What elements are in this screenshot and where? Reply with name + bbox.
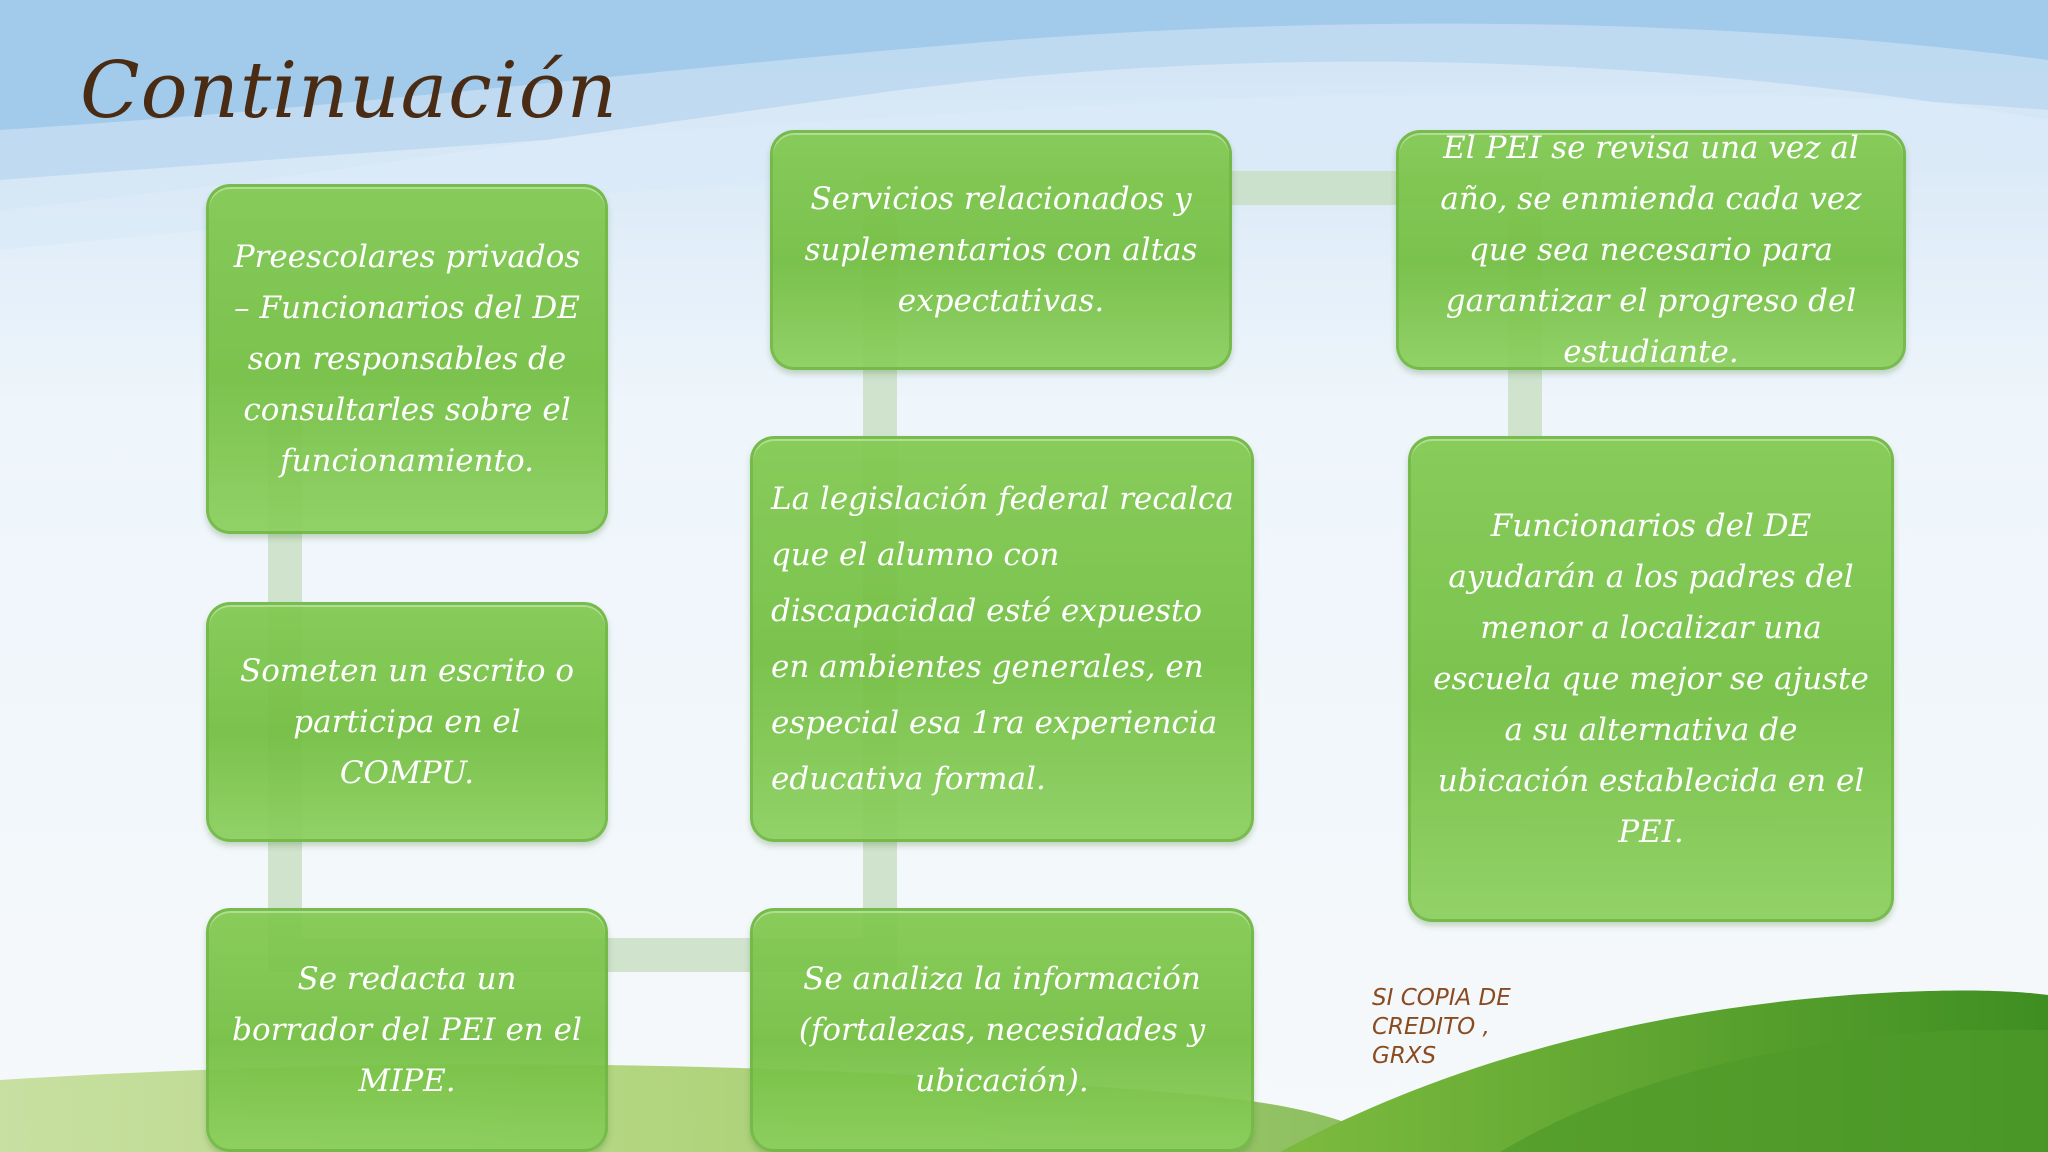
- flow-box-school-placement: Funcionarios del DE ayudarán a los padre…: [1408, 436, 1894, 922]
- flow-box-related-services: Servicios relacionados y suplementarios …: [770, 130, 1232, 370]
- flow-box-submit-writing: Someten un escrito o participa en el COM…: [206, 602, 608, 842]
- slide-title: Continuación: [80, 46, 618, 136]
- credit-note: SI COPIA DE CREDITO , GRXS: [1372, 985, 1511, 1069]
- flow-box-pei-review: El PEI se revisa una vez al año, se enmi…: [1396, 130, 1906, 370]
- flow-box-federal-legislation: La legislación federal recalca que el al…: [750, 436, 1254, 842]
- flow-box-analyze-information: Se analiza la información (fortalezas, n…: [750, 908, 1254, 1152]
- flow-box-private-preschools: Preescolares privados – Funcionarios del…: [206, 184, 608, 534]
- flow-box-draft-pei: Se redacta un borrador del PEI en el MIP…: [206, 908, 608, 1152]
